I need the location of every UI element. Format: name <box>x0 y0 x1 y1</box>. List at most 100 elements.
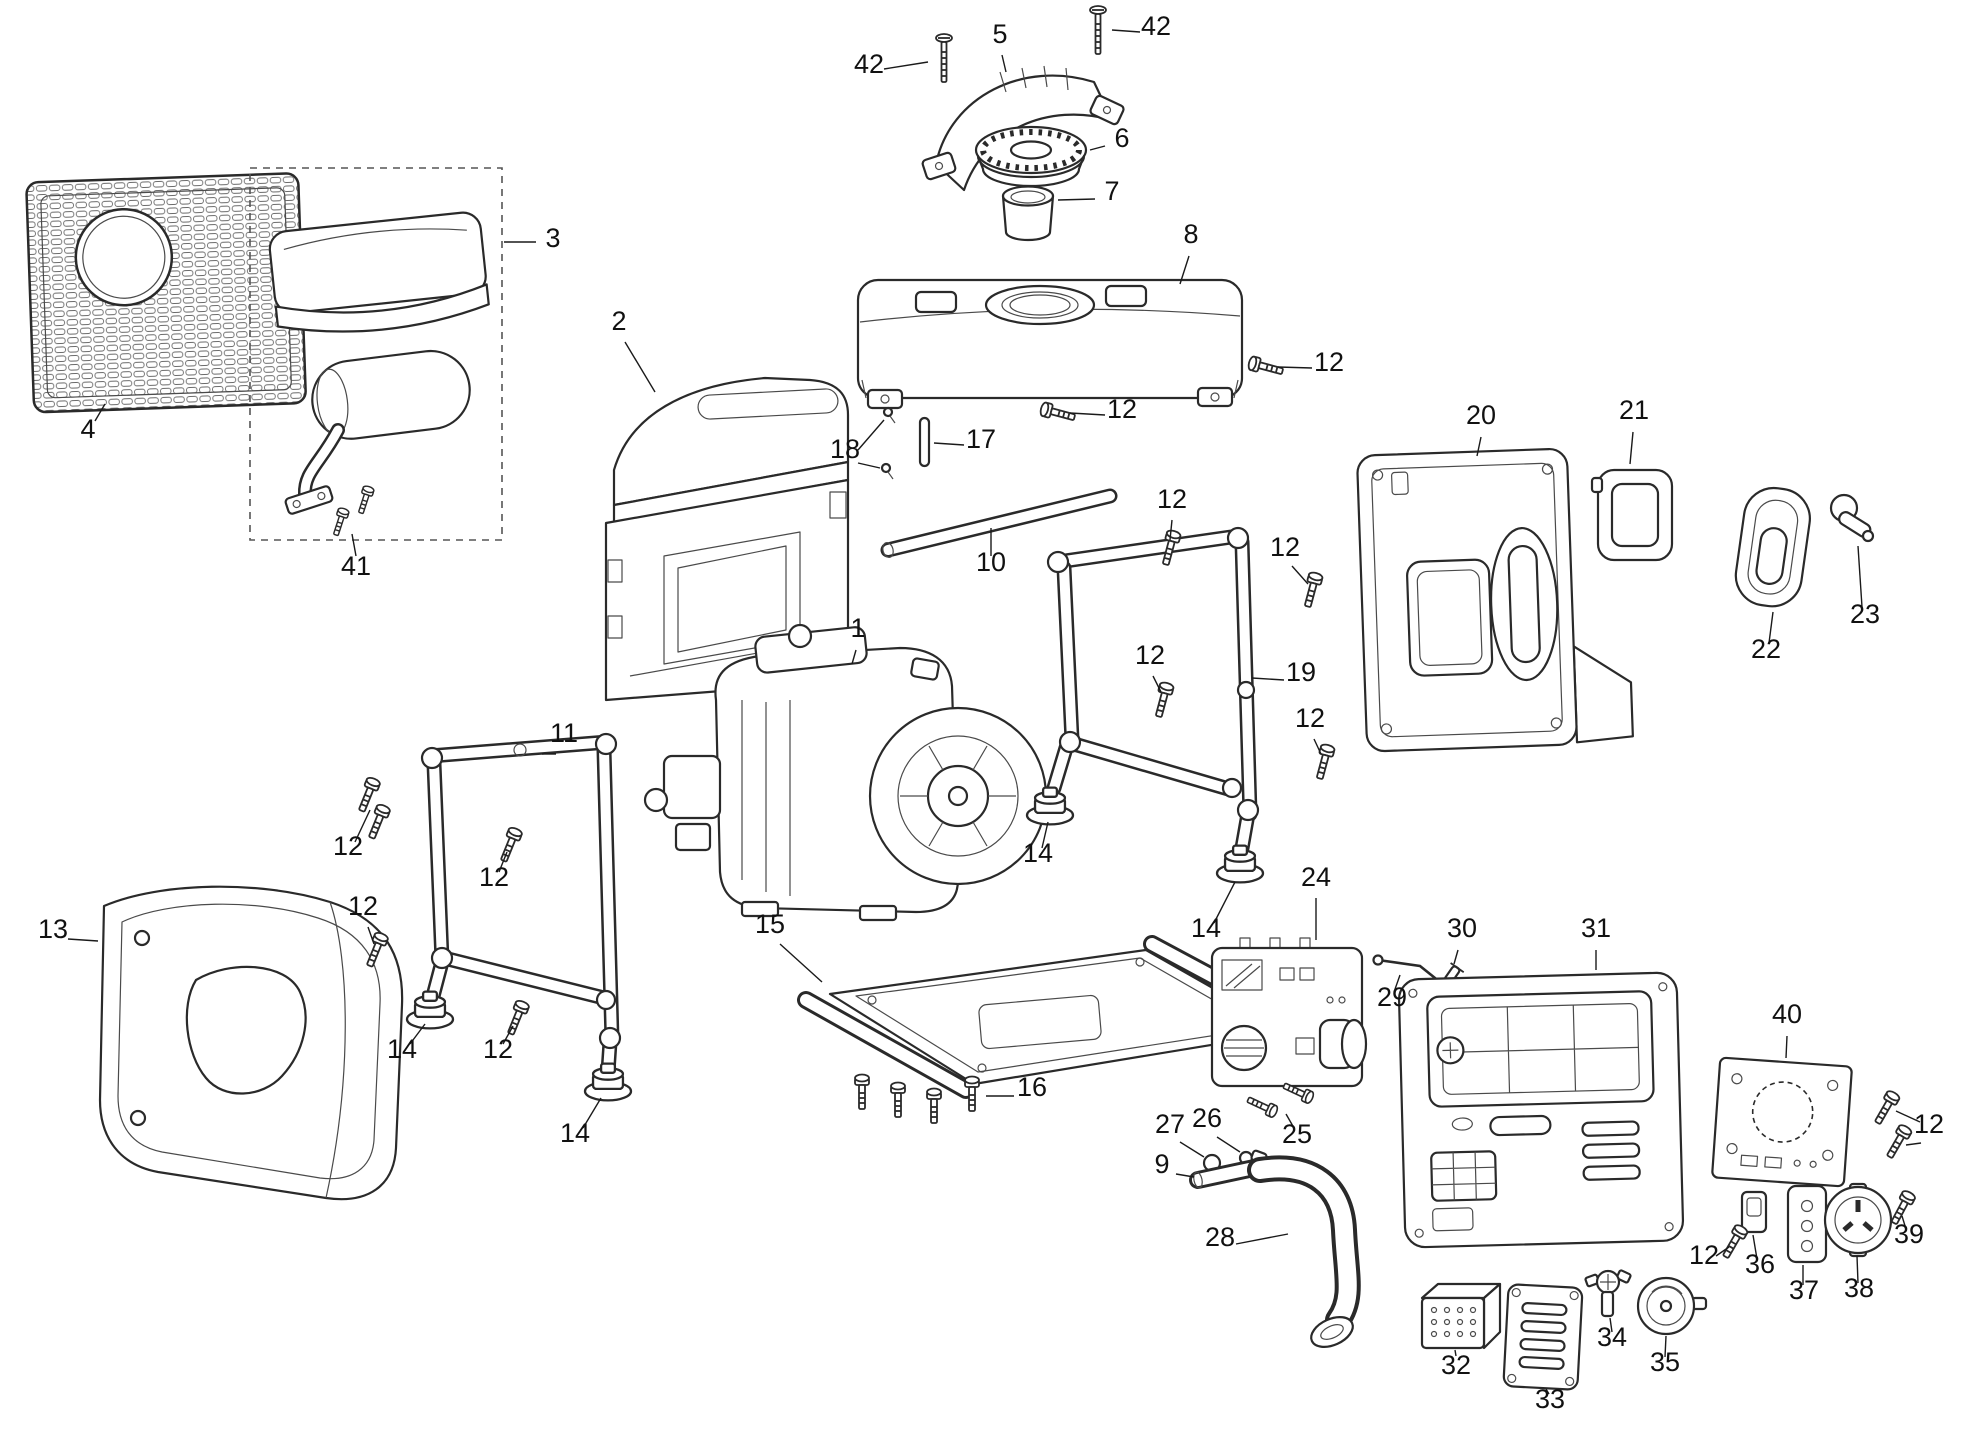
part-number-label: 11 <box>550 718 578 748</box>
part-pin <box>918 416 931 468</box>
part-back-plate <box>1711 1056 1853 1188</box>
part-outlet-twistlock <box>1823 1182 1893 1258</box>
leader-line <box>1905 1142 1922 1146</box>
part-exhaust-pipe <box>1189 1159 1263 1189</box>
part-number-label: 21 <box>1619 395 1649 425</box>
part-number-label: 12 <box>1314 347 1344 377</box>
part-number-label: 8 <box>1183 219 1198 249</box>
leader-line <box>1313 738 1322 755</box>
part-engine <box>643 623 1048 922</box>
part-fuel-strainer <box>1001 185 1055 242</box>
leader-line <box>933 442 965 446</box>
leader-line <box>351 533 357 557</box>
leader-line <box>1664 1335 1667 1358</box>
leader-line <box>1213 881 1236 924</box>
leader-line <box>1251 677 1285 681</box>
leader-line <box>1057 198 1096 201</box>
part-number-label: 31 <box>1581 913 1611 943</box>
part-cross-tube <box>880 488 1118 558</box>
leader-line <box>1609 1317 1613 1333</box>
grille-hole <box>74 207 174 307</box>
leader-line <box>1041 821 1049 849</box>
part-rear-panel <box>1356 447 1634 753</box>
part-gasket-frame <box>1590 468 1674 562</box>
leader-line <box>1285 1113 1295 1129</box>
leader-line <box>1715 1246 1730 1257</box>
part-left-cover <box>98 885 404 1201</box>
part-number-label: 6 <box>1114 123 1129 153</box>
part-number-label: 12 <box>1689 1240 1719 1270</box>
leader-line <box>1901 1215 1907 1230</box>
part-fuel-valve <box>1584 1269 1632 1318</box>
leader-line <box>1895 1110 1921 1123</box>
leader-line <box>409 1023 426 1045</box>
leader-line <box>1069 412 1106 416</box>
leader-line <box>1857 545 1863 608</box>
leader-line <box>1179 255 1190 285</box>
leader-line <box>1291 565 1309 585</box>
part-frame-right <box>1046 526 1260 856</box>
part-outlet-duplex <box>1786 1184 1828 1264</box>
part-number-label: 18 <box>830 434 860 464</box>
part-number-label: 27 <box>1155 1109 1185 1139</box>
part-number-label: 25 <box>1282 1119 1312 1149</box>
leader-line <box>1111 29 1141 33</box>
leader-line <box>1454 1349 1457 1357</box>
part-number-label: 19 <box>1286 657 1316 687</box>
leader-line <box>498 851 508 873</box>
leader-line <box>367 926 375 945</box>
part-fuel-tank <box>856 278 1244 410</box>
leader-line <box>1752 1234 1758 1260</box>
part-number-label: 12 <box>1157 484 1187 514</box>
leader-line <box>1175 1173 1195 1178</box>
part-control-panel-housing <box>1397 971 1685 1249</box>
part-number-label: 42 <box>1141 11 1171 41</box>
leader-line <box>1629 431 1634 465</box>
part-number-label: 35 <box>1650 1347 1680 1377</box>
part-air-cleaner-group <box>249 167 503 541</box>
leader-line <box>1277 366 1313 369</box>
part-number-label: 40 <box>1772 999 1802 1029</box>
part-number-label: 12 <box>1295 703 1325 733</box>
leader-line <box>779 943 823 983</box>
part-number-label: 33 <box>1535 1384 1565 1414</box>
leader-line <box>1001 54 1007 73</box>
part-number-label: 1 <box>850 613 865 643</box>
leader-line <box>1453 949 1459 965</box>
part-number-label: 12 <box>333 831 363 861</box>
part-vent-cover <box>1502 1283 1584 1391</box>
part-number-label: 22 <box>1751 634 1781 664</box>
leader-line <box>1169 519 1173 541</box>
part-number-label: 3 <box>545 223 560 253</box>
part-number-label: 12 <box>479 862 509 892</box>
leader-line <box>582 1097 602 1129</box>
part-frame-left <box>420 732 622 1080</box>
part-number-label: 29 <box>1377 982 1407 1012</box>
leader-line <box>624 341 656 393</box>
part-number-label: 7 <box>1104 176 1119 206</box>
part-number-label: 12 <box>1135 640 1165 670</box>
part-number-label: 39 <box>1894 1219 1924 1249</box>
leader-line <box>1768 611 1774 644</box>
leader-line <box>354 809 371 843</box>
leader-line <box>1476 436 1482 457</box>
part-number-label: 41 <box>341 551 371 581</box>
part-number-label: 10 <box>976 547 1006 577</box>
part-number-label: 12 <box>1107 394 1137 424</box>
part-number-label: 20 <box>1466 400 1496 430</box>
part-number-label: 32 <box>1441 1350 1471 1380</box>
part-latch <box>1829 493 1875 543</box>
part-number-label: 12 <box>1270 532 1300 562</box>
part-number-label: 14 <box>1023 838 1053 868</box>
part-number-label: 37 <box>1789 1275 1819 1305</box>
part-number-label: 13 <box>38 914 68 944</box>
part-number-label: 4 <box>80 414 95 444</box>
part-fuel-cap <box>974 125 1088 188</box>
part-number-label: 28 <box>1205 1222 1235 1252</box>
leader-line <box>1235 1233 1289 1245</box>
part-number-label: 30 <box>1447 913 1477 943</box>
part-number-label: 9 <box>1154 1149 1169 1179</box>
leader-line <box>1785 1035 1788 1059</box>
